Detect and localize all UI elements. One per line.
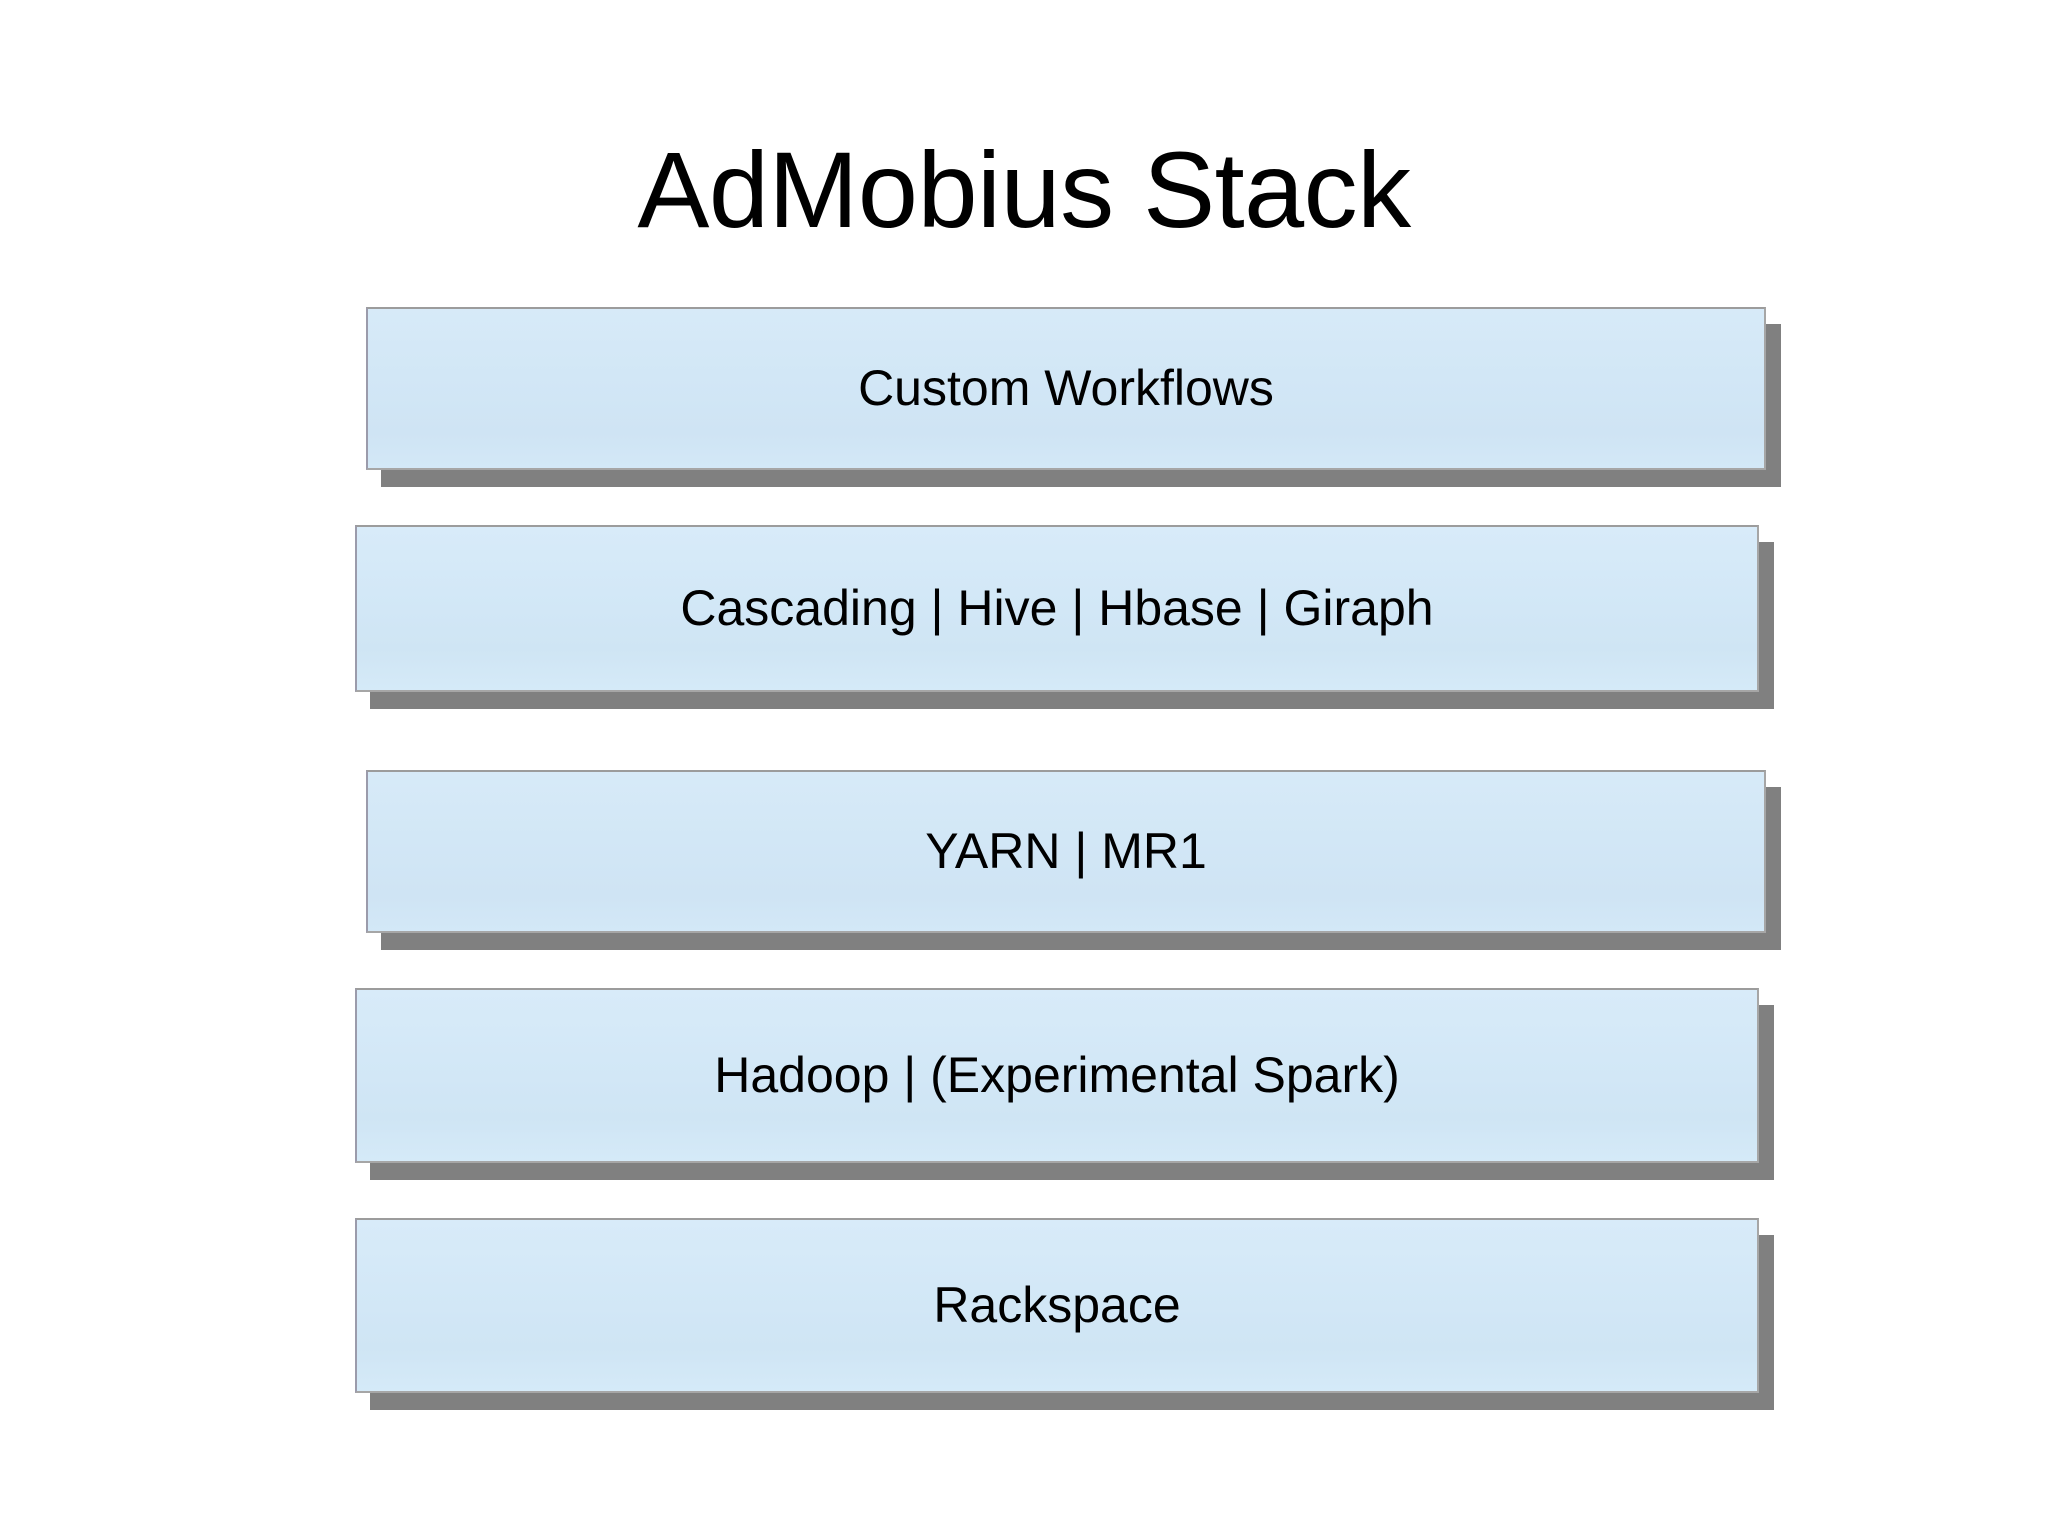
- stack-layer-hadoop-spark[interactable]: Hadoop | (Experimental Spark): [355, 988, 1774, 1180]
- layer-face: Rackspace: [355, 1218, 1759, 1393]
- layer-face: Custom Workflows: [366, 307, 1766, 470]
- stack-layer-label: Rackspace: [933, 1277, 1181, 1333]
- stack-layer-rackspace[interactable]: Rackspace: [355, 1218, 1774, 1410]
- layer-face: YARN | MR1: [366, 770, 1766, 933]
- stack-layer-label: Cascading | Hive | Hbase | Giraph: [680, 580, 1434, 636]
- stack-layer-custom-workflows[interactable]: Custom Workflows: [366, 307, 1781, 487]
- stack-layer-yarn-mr1[interactable]: YARN | MR1: [366, 770, 1781, 950]
- layer-face: Hadoop | (Experimental Spark): [355, 988, 1759, 1163]
- stack-layer-label: Custom Workflows: [858, 360, 1274, 416]
- stack-layer-cascading-hive-hbase-giraph[interactable]: Cascading | Hive | Hbase | Giraph: [355, 525, 1774, 709]
- stack-layer-label: Hadoop | (Experimental Spark): [714, 1047, 1400, 1103]
- layer-face: Cascading | Hive | Hbase | Giraph: [355, 525, 1759, 692]
- stack-layer-label: YARN | MR1: [925, 823, 1207, 879]
- page-title: AdMobius Stack: [637, 129, 1411, 250]
